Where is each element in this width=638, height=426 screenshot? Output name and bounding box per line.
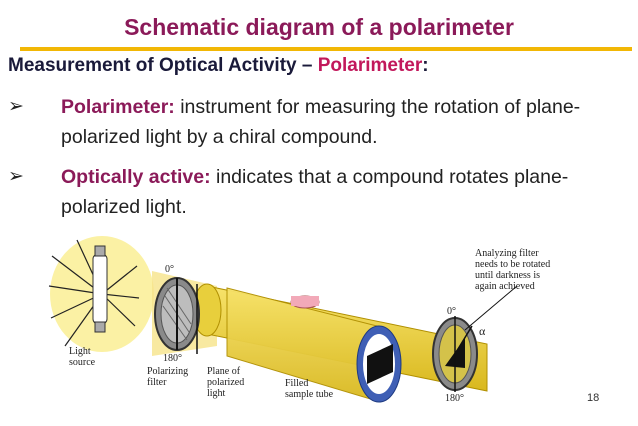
pointer-line (464, 285, 518, 331)
title-underline (20, 47, 632, 51)
light-bulb-icon (92, 245, 108, 333)
bullet-definition: indicates that a compound rotates plane-… (61, 166, 569, 218)
polarimeter-diagram (48, 236, 518, 403)
subhead-suffix: : (422, 55, 429, 76)
arrow-bullet-icon: ➢ (8, 166, 24, 187)
polarizing-filter-icon (154, 277, 200, 351)
sample-tube (192, 283, 488, 403)
bullet-text: Polarimeter: instrument for measuring th… (61, 92, 621, 152)
bullet-text: Optically active: indicates that a compo… (61, 162, 621, 222)
page-number: 18 (587, 392, 600, 404)
degree-180-left: 180° (163, 353, 182, 364)
bullet-definition: instrument for measuring the rotation of… (61, 96, 581, 148)
subhead-accent: Polarimeter (317, 55, 423, 76)
degree-0-right: 0° (447, 306, 456, 317)
subheading: Measurement of Optical Activity – Polari… (8, 55, 429, 77)
slide-title: Schematic diagram of a polarimeter (124, 14, 514, 40)
alpha-label: α (479, 324, 486, 338)
analyzing-filter-icon (432, 316, 478, 392)
degree-0-left: 0° (165, 264, 174, 275)
bullet-term: Optically active: (61, 166, 211, 188)
bullet-term: Polarimeter: (61, 96, 175, 118)
degree-180-right: 180° (445, 393, 464, 404)
subhead-prefix: Measurement of Optical Activity – (8, 55, 318, 76)
arrow-bullet-icon: ➢ (8, 96, 24, 117)
